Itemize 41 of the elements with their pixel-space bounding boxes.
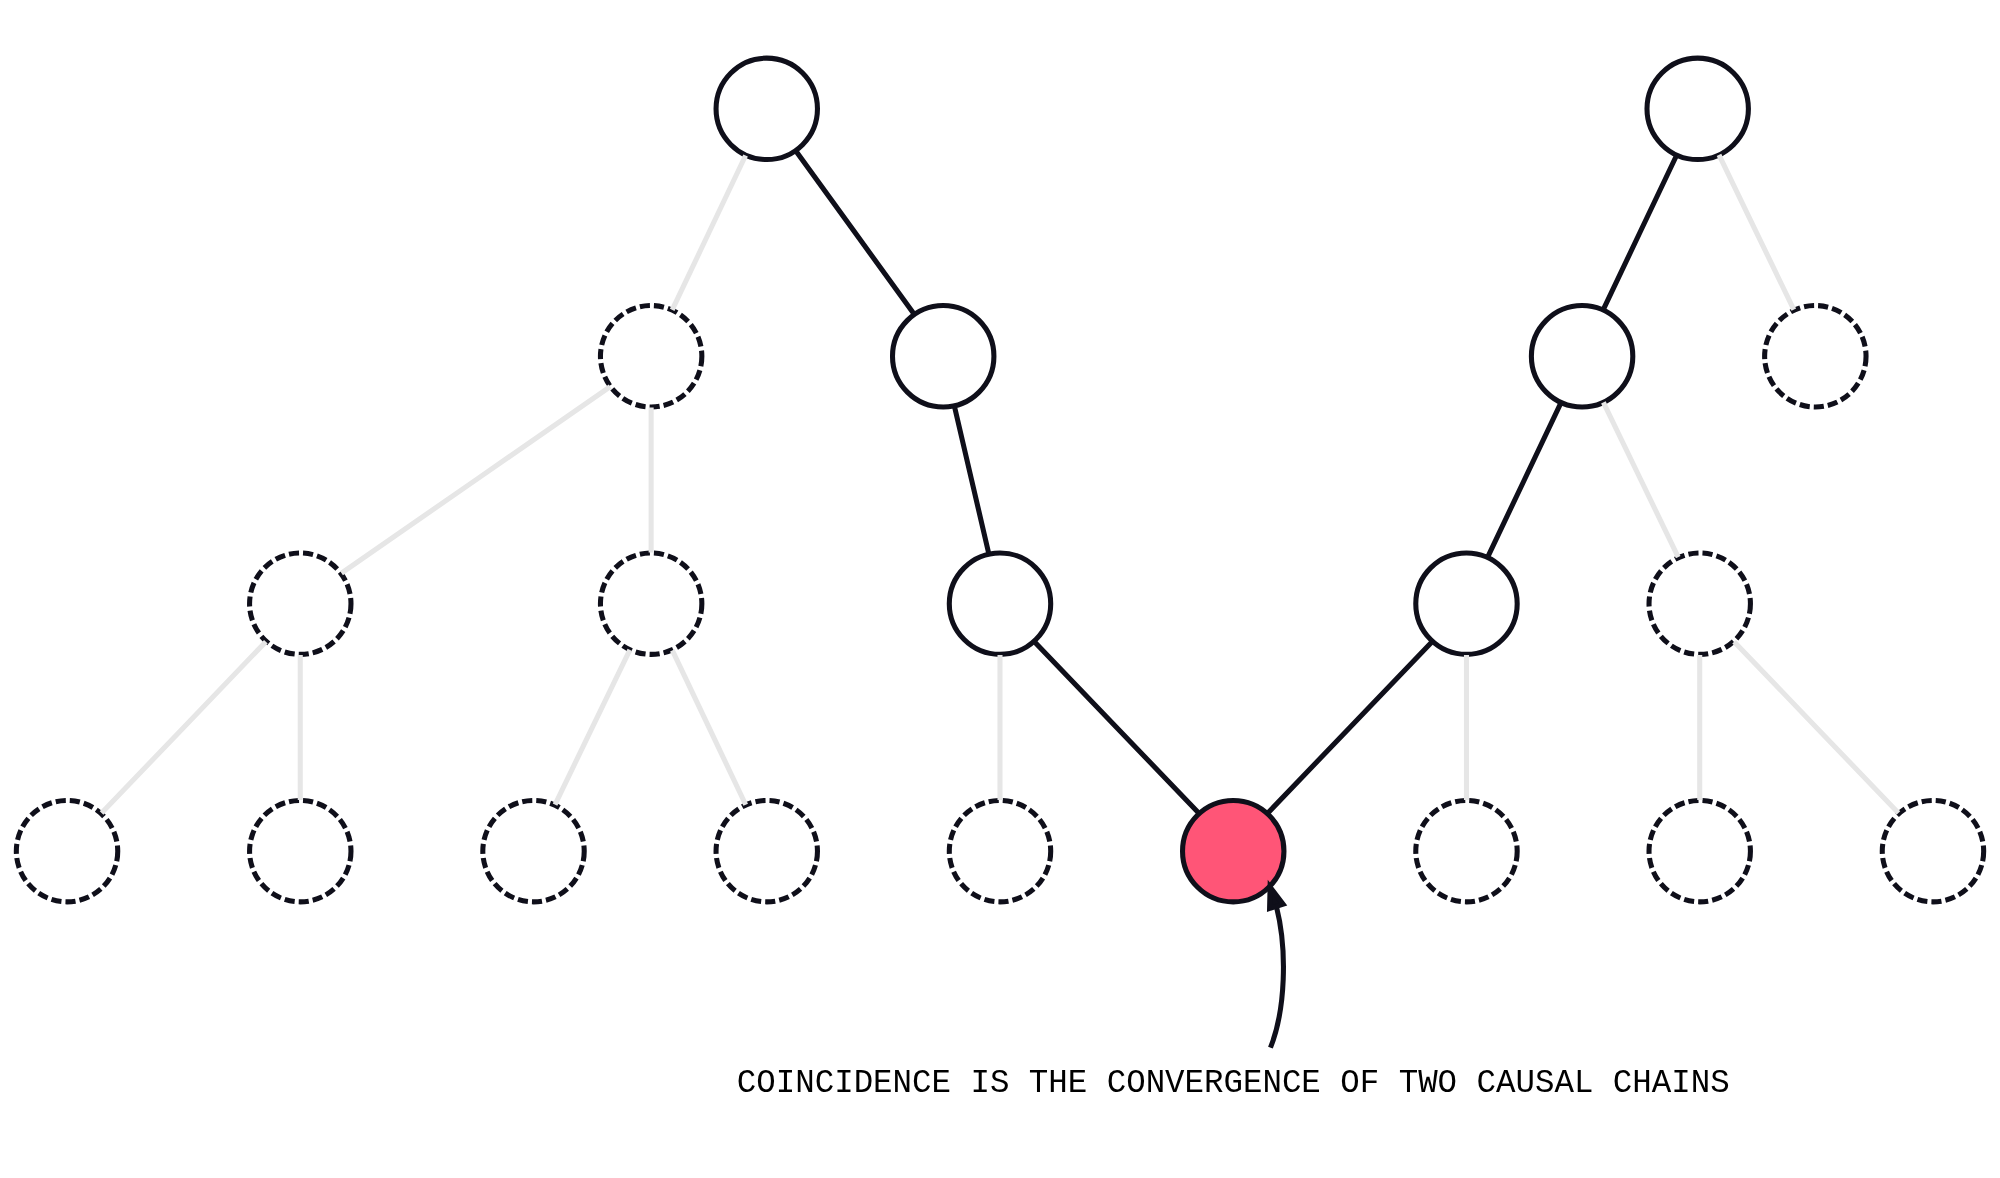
connector: [1485, 401, 1564, 558]
connector: [99, 639, 268, 815]
connector: [1600, 153, 1679, 311]
connector: [648, 407, 654, 552]
connector: [669, 153, 748, 311]
node-circle: [597, 549, 705, 657]
connector: [997, 654, 1003, 800]
node-circle: [1879, 797, 1987, 904]
connector: [297, 654, 303, 800]
node-circle: [1413, 549, 1520, 657]
node-circle: [1762, 302, 1869, 409]
node-circle: [1413, 797, 1520, 904]
arrow: [1266, 879, 1288, 1048]
connector: [793, 149, 917, 315]
node-circle: [713, 797, 820, 904]
node-circle: [889, 302, 997, 409]
node-circle: [1646, 549, 1753, 657]
node-circle: [247, 549, 354, 657]
connector: [1265, 639, 1434, 815]
node-circle: [946, 797, 1054, 904]
connector: [552, 648, 633, 806]
connector: [951, 404, 992, 554]
node-circle: [1644, 55, 1751, 162]
node-circle: [13, 797, 121, 904]
connector: [670, 648, 748, 806]
node-circle: [1528, 302, 1636, 409]
node-circle: [946, 549, 1054, 657]
connector: [1601, 400, 1681, 558]
node-circle: [480, 797, 587, 904]
node-circle: [1646, 797, 1753, 904]
connector: [1716, 153, 1797, 311]
node-circle: [713, 55, 820, 162]
connector: [340, 384, 612, 575]
connector: [1732, 639, 1901, 815]
connector: [1463, 654, 1469, 800]
node-circle: [247, 797, 354, 904]
node-circle: [597, 302, 705, 409]
node-text: COINCIDENCE IS THE CONVERGENCE OF TWO CAUSAL CHAINS: [736, 1064, 1730, 1102]
connector: [1032, 639, 1201, 815]
connector: [1697, 654, 1703, 800]
node-circle: [1180, 797, 1287, 904]
